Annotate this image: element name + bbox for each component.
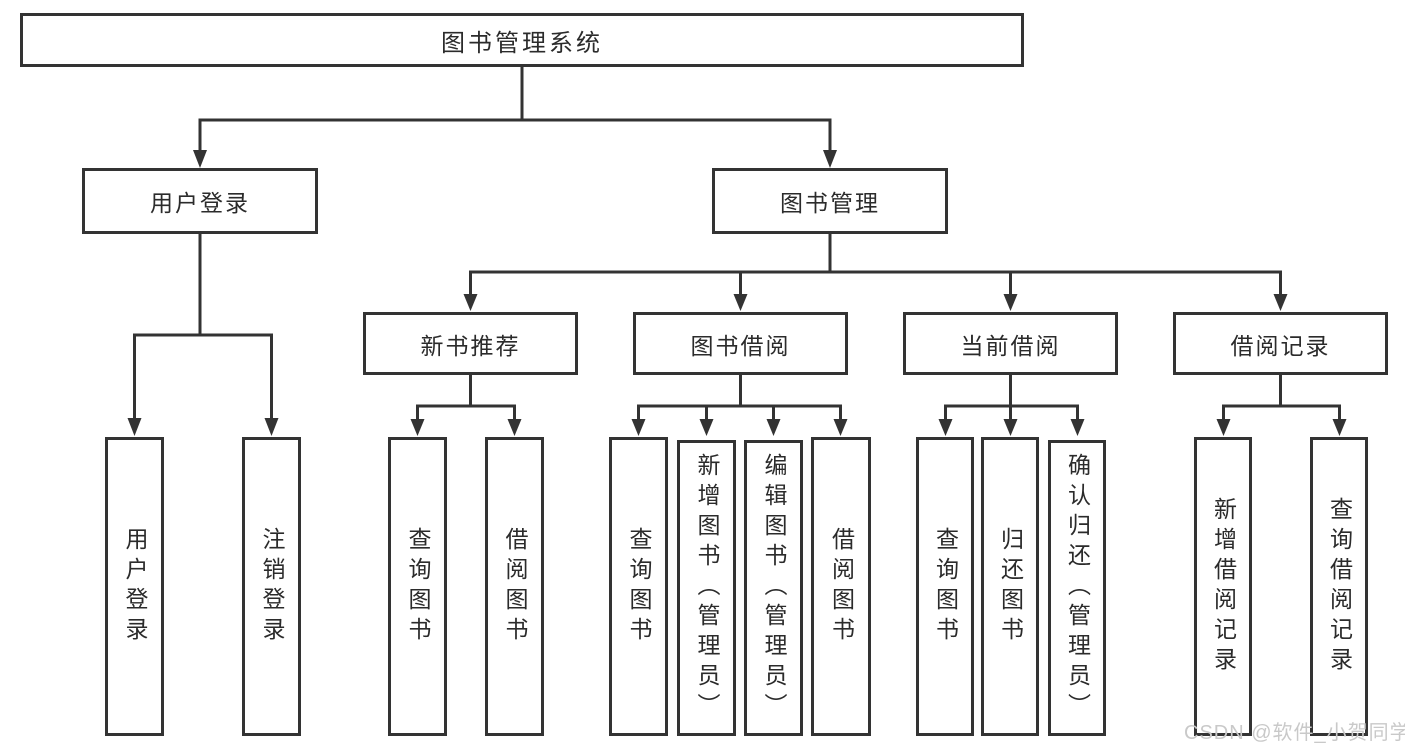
node-label: 新书推荐 bbox=[420, 332, 521, 359]
node-user-login: 用户登录 bbox=[82, 168, 318, 234]
leaf-query-book-3: 查询图书 bbox=[916, 437, 974, 736]
node-label: 新增图书（管理员） bbox=[694, 453, 720, 723]
node-label: 用户登录 bbox=[150, 190, 250, 216]
leaf-return-book: 归还图书 bbox=[981, 437, 1039, 736]
node-borrow-record: 借阅记录 bbox=[1173, 312, 1388, 375]
leaf-query-borrow-record: 查询借阅记录 bbox=[1310, 437, 1368, 736]
leaf-add-book-admin: 新增图书（管理员） bbox=[677, 440, 736, 736]
node-label: 借阅记录 bbox=[1230, 332, 1331, 359]
watermark: CSDN @软件_小贺同学 bbox=[1184, 722, 1405, 744]
node-label: 图书管理 bbox=[780, 190, 880, 216]
node-label: 图书借阅 bbox=[690, 332, 791, 359]
leaf-query-book-2: 查询图书 bbox=[609, 437, 668, 736]
node-label: 新增借阅记录 bbox=[1210, 496, 1237, 677]
leaf-query-book-1: 查询图书 bbox=[388, 437, 447, 736]
node-label: 查询借阅记录 bbox=[1326, 496, 1353, 677]
branch-borrow-record bbox=[1216, 375, 1347, 436]
node-label: 用户登录 bbox=[122, 526, 148, 647]
node-label: 查询图书 bbox=[932, 526, 959, 647]
node-book-management: 图书管理 bbox=[712, 168, 948, 234]
leaf-borrow-book-2: 借阅图书 bbox=[811, 437, 871, 736]
leaf-add-borrow-record: 新增借阅记录 bbox=[1194, 437, 1252, 736]
node-label: 当前借阅 bbox=[960, 332, 1061, 359]
leaf-borrow-book-1: 借阅图书 bbox=[485, 437, 544, 736]
branch-new-book bbox=[410, 375, 522, 436]
node-book-borrow: 图书借阅 bbox=[633, 312, 848, 375]
branch-root bbox=[193, 67, 837, 168]
node-label: 查询图书 bbox=[626, 526, 652, 647]
node-current-borrow: 当前借阅 bbox=[903, 312, 1118, 375]
node-label: 归还图书 bbox=[997, 526, 1024, 647]
node-label: 确认归还（管理员） bbox=[1064, 453, 1091, 723]
node-new-book-recommend: 新书推荐 bbox=[363, 312, 578, 375]
node-library-management-system: 图书管理系统 bbox=[20, 13, 1024, 67]
leaf-edit-book-admin: 编辑图书（管理员） bbox=[744, 440, 803, 736]
branch-book-borrow bbox=[631, 375, 848, 436]
node-label: 借阅图书 bbox=[828, 526, 855, 647]
node-label: 图书管理系统 bbox=[441, 29, 603, 57]
leaf-confirm-return-admin: 确认归还（管理员） bbox=[1048, 440, 1106, 736]
branch-book-management bbox=[463, 234, 1288, 311]
branch-user-login bbox=[127, 234, 279, 436]
branch-current-borrow bbox=[938, 375, 1085, 436]
node-label: 注销登录 bbox=[259, 526, 285, 647]
node-label: 查询图书 bbox=[405, 526, 431, 647]
node-label: 编辑图书（管理员） bbox=[761, 453, 787, 723]
leaf-user-login: 用户登录 bbox=[105, 437, 164, 736]
leaf-logout: 注销登录 bbox=[242, 437, 301, 736]
node-label: 借阅图书 bbox=[502, 526, 528, 647]
